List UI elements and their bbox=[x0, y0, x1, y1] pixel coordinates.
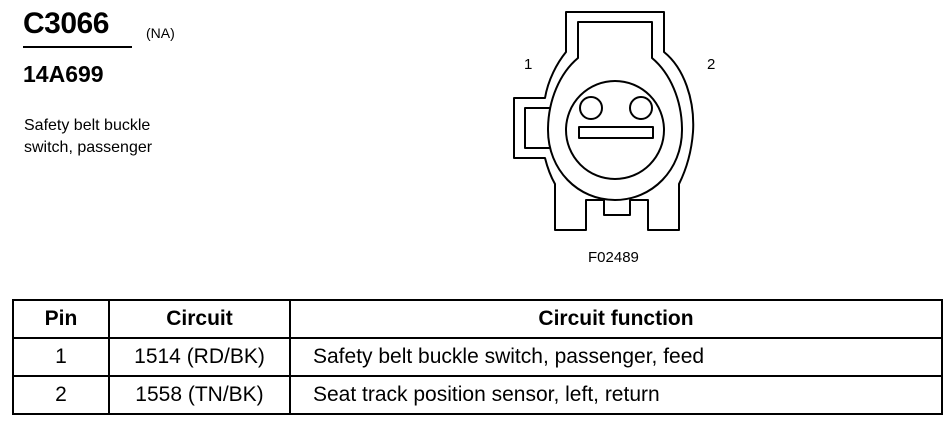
locking-tab-outline bbox=[524, 107, 551, 149]
column-header-circuit: Circuit bbox=[108, 299, 291, 339]
pin-2-cavity bbox=[629, 96, 653, 120]
pin-cell: 2 bbox=[12, 375, 110, 415]
market-tag: (NA) bbox=[146, 25, 175, 41]
pin-label-1: 1 bbox=[524, 56, 533, 73]
pinout-table: Pin Circuit Circuit function 1 1514 (RD/… bbox=[12, 299, 943, 415]
description-line-2: switch, passenger bbox=[24, 139, 153, 156]
keyway-slot bbox=[578, 126, 654, 139]
pin-label-2: 2 bbox=[707, 56, 716, 73]
table-row: 2 1558 (TN/BK) Seat track position senso… bbox=[12, 375, 943, 415]
column-header-circuit-function: Circuit function bbox=[289, 299, 943, 339]
circuit-cell: 1558 (TN/BK) bbox=[108, 375, 291, 415]
connector-inner-ring bbox=[547, 21, 683, 201]
connector-id: C3066 bbox=[23, 7, 109, 40]
table-header-row: Pin Circuit Circuit function bbox=[12, 299, 943, 339]
circuit-function-cell: Safety belt buckle switch, passenger, fe… bbox=[289, 337, 943, 377]
connector-face bbox=[565, 80, 665, 180]
circuit-cell: 1514 (RD/BK) bbox=[108, 337, 291, 377]
figure-code: F02489 bbox=[588, 249, 639, 266]
pin-1-cavity bbox=[579, 96, 603, 120]
column-header-pin: Pin bbox=[12, 299, 110, 339]
table-row: 1 1514 (RD/BK) Safety belt buckle switch… bbox=[12, 337, 943, 377]
part-number: 14A699 bbox=[23, 61, 104, 87]
connector-face-diagram bbox=[513, 11, 695, 231]
description-line-1: Safety belt buckle bbox=[24, 117, 151, 134]
connector-description: Safety belt buckle switch, passenger bbox=[24, 115, 224, 159]
connector-id-underline bbox=[23, 46, 132, 48]
circuit-function-cell: Seat track position sensor, left, return bbox=[289, 375, 943, 415]
pin-cell: 1 bbox=[12, 337, 110, 377]
connector-housing-outline bbox=[513, 11, 695, 231]
